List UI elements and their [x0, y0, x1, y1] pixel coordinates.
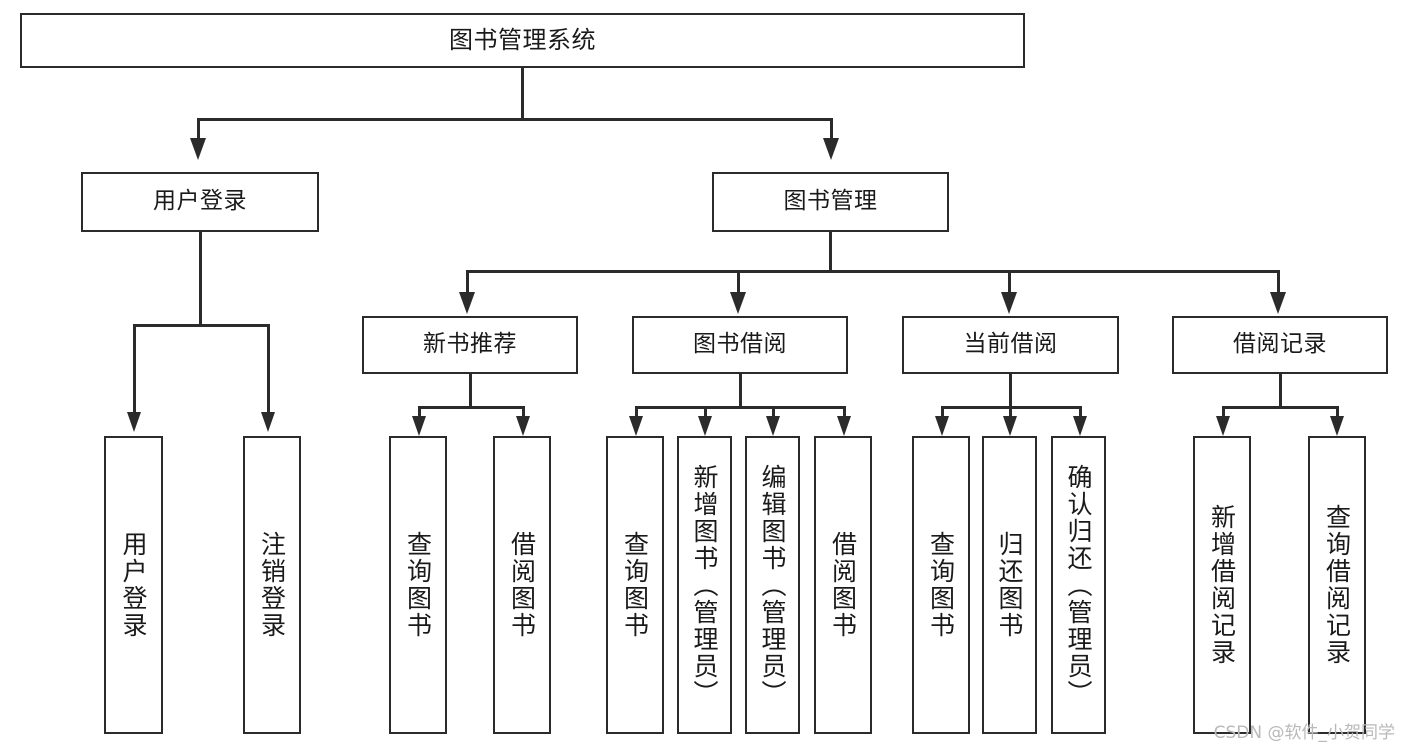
node-label: 归还图书 [995, 531, 1024, 639]
node-label: 新书推荐 [423, 331, 517, 358]
node-label: 借阅图书 [828, 531, 858, 639]
leaf-add-book-admin[interactable]: 新增图书（管理员） [677, 436, 732, 734]
node-label: 确认归还（管理员） [1064, 463, 1093, 707]
arrow-leaf-add-record [1216, 416, 1230, 436]
node-label: 用户登录 [119, 531, 148, 639]
leaf-return-book[interactable]: 归还图书 [982, 436, 1037, 734]
node-book-management[interactable]: 图书管理 [712, 172, 949, 232]
connector-book-borrow-bus [635, 406, 845, 409]
connector-to-book-manage [830, 118, 833, 140]
connector-to-book-borrow [737, 270, 740, 294]
arrow-leaf-query-record [1330, 416, 1344, 436]
leaf-query-book-recommend[interactable]: 查询图书 [389, 436, 447, 734]
connector-current-borrow-stem [1009, 374, 1012, 408]
connector-book-borrow-c1 [635, 406, 638, 418]
connector-book-manage-stem [829, 232, 832, 272]
node-new-book-recommend[interactable]: 新书推荐 [362, 316, 578, 374]
node-label: 新增图书（管理员） [690, 463, 719, 707]
node-book-borrow[interactable]: 图书借阅 [632, 316, 848, 374]
node-label: 查询图书 [926, 531, 956, 639]
node-label: 用户登录 [153, 188, 247, 215]
node-label: 查询图书 [620, 531, 650, 639]
connector-root-stem [521, 68, 524, 120]
node-root-book-management-system[interactable]: 图书管理系统 [20, 13, 1025, 68]
node-label: 图书借阅 [693, 331, 787, 358]
watermark-text: CSDN @软件_小贺同学 [1213, 723, 1395, 743]
leaf-confirm-return-admin[interactable]: 确认归还（管理员） [1051, 436, 1106, 734]
arrow-leaf-query-book-1 [412, 416, 426, 436]
connector-borrow-record-c2 [1336, 406, 1339, 418]
connector-book-borrow-c4 [843, 406, 846, 418]
connector-user-login-left [133, 324, 136, 414]
node-label: 借阅记录 [1233, 331, 1327, 358]
node-label: 借阅图书 [507, 531, 537, 639]
arrow-to-book-borrow [730, 292, 746, 314]
arrow-to-current-borrow [1001, 292, 1017, 314]
node-label: 当前借阅 [963, 331, 1058, 358]
node-label: 新增借阅记录 [1207, 504, 1237, 666]
arrow-leaf-edit-book [766, 416, 780, 436]
node-current-borrow[interactable]: 当前借阅 [902, 316, 1119, 374]
arrow-leaf-return-book [1003, 416, 1017, 436]
connector-borrow-record-stem [1279, 374, 1282, 408]
node-label: 图书管理系统 [449, 26, 596, 55]
arrow-to-book-manage [823, 138, 839, 160]
arrow-to-user-login [190, 138, 206, 160]
connector-user-login-stem [199, 232, 202, 326]
connector-to-borrow-record [1277, 270, 1280, 294]
connector-new-book-stem [469, 374, 472, 408]
arrow-leaf-query-book-2 [629, 416, 643, 436]
connector-book-borrow-c3 [772, 406, 775, 418]
connector-to-current-borrow [1008, 270, 1011, 294]
connector-current-borrow-c3 [1079, 406, 1082, 418]
leaf-add-borrow-record[interactable]: 新增借阅记录 [1193, 436, 1251, 734]
arrow-leaf-add-book [698, 416, 712, 436]
connector-book-borrow-c2 [704, 406, 707, 418]
node-borrow-record[interactable]: 借阅记录 [1172, 316, 1388, 374]
connector-user-login-bus [133, 324, 269, 327]
arrow-leaf-query-book-3 [935, 416, 949, 436]
connector-current-borrow-c2 [1009, 406, 1012, 418]
connector-borrow-record-c1 [1222, 406, 1225, 418]
node-user-login[interactable]: 用户登录 [81, 172, 319, 232]
leaf-borrow-book-borrow[interactable]: 借阅图书 [814, 436, 872, 734]
connector-to-new-book [466, 270, 469, 294]
arrow-to-new-book [459, 292, 475, 314]
node-label: 编辑图书（管理员） [758, 463, 787, 707]
connector-to-user-login [197, 118, 200, 140]
connector-new-book-bus [418, 406, 524, 409]
arrow-to-borrow-record [1270, 292, 1286, 314]
node-label: 图书管理 [783, 188, 878, 215]
leaf-logout-login[interactable]: 注销登录 [243, 436, 301, 734]
leaf-user-login[interactable]: 用户登录 [104, 436, 163, 734]
leaf-borrow-book-recommend[interactable]: 借阅图书 [493, 436, 551, 734]
arrow-leaf-user-login [127, 412, 141, 432]
connector-book-borrow-stem [739, 374, 742, 408]
connector-borrow-record-bus [1222, 406, 1338, 409]
leaf-edit-book-admin[interactable]: 编辑图书（管理员） [745, 436, 800, 734]
arrow-leaf-confirm-return [1073, 416, 1087, 436]
connector-new-book-c1 [418, 406, 421, 418]
arrow-leaf-borrow-book-1 [516, 416, 530, 436]
connector-level3-bus [466, 270, 1280, 273]
connector-level2-bus [197, 118, 833, 121]
arrow-leaf-logout [261, 412, 275, 432]
leaf-query-book-current[interactable]: 查询图书 [912, 436, 970, 734]
connector-current-borrow-c1 [941, 406, 944, 418]
node-label: 查询图书 [403, 531, 433, 639]
leaf-query-book-borrow[interactable]: 查询图书 [606, 436, 664, 734]
leaf-query-borrow-record[interactable]: 查询借阅记录 [1308, 436, 1366, 734]
arrow-leaf-borrow-book-2 [837, 416, 851, 436]
connector-new-book-c2 [522, 406, 525, 418]
node-label: 查询借阅记录 [1322, 504, 1352, 666]
node-label: 注销登录 [257, 531, 287, 639]
connector-user-login-right [267, 324, 270, 414]
